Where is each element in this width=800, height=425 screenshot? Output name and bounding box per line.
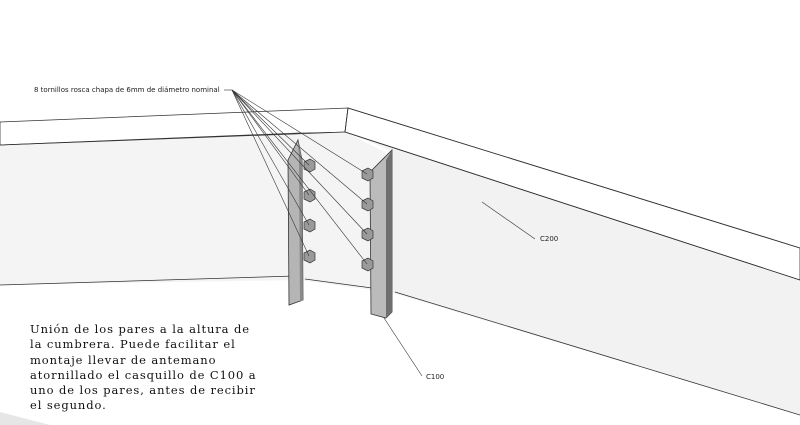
left-beam-bottom — [0, 275, 296, 286]
c200-callout-label: C200 — [540, 235, 559, 243]
note-line: montaje llevar de antemano — [30, 352, 217, 367]
screw-head — [361, 197, 374, 212]
floor-plane — [0, 412, 50, 425]
screw-head — [361, 167, 374, 182]
screw-head — [303, 158, 316, 173]
c100-callout-label: C100 — [426, 373, 445, 381]
screw-head — [303, 188, 316, 203]
right-beam-lower-edge — [344, 131, 800, 281]
left-beam-bottom-2 — [304, 278, 373, 289]
beam-ridge — [344, 107, 349, 133]
leader-line — [231, 89, 310, 196]
screws-callout-label: 8 tornillos rosca chapa de 6mm de diámet… — [34, 86, 220, 94]
explanatory-note: Unión de los pares a la altura de la cum… — [24, 318, 296, 413]
c100-leader — [383, 317, 423, 377]
note-line: atornillado el casquillo de C100 a — [30, 367, 257, 382]
screw-head — [303, 218, 316, 233]
leader-line — [231, 89, 310, 257]
c200-leader — [481, 201, 536, 240]
leader-line — [231, 89, 368, 265]
right-beam-bottom — [394, 291, 800, 416]
leader-line — [231, 89, 368, 175]
leader-line — [231, 89, 310, 226]
leader-line — [231, 89, 368, 205]
screws-leader-lines — [224, 89, 368, 265]
left-beam-edge — [0, 132, 301, 146]
screws-left-group — [303, 158, 316, 264]
note-line: Unión de los pares a la altura de — [30, 322, 250, 336]
right-beam-side — [345, 132, 800, 415]
screw-head — [361, 227, 374, 242]
left-beam-side — [0, 132, 385, 292]
bracket-right-web — [386, 150, 392, 318]
beam-inner-ridge — [299, 131, 346, 134]
screw-head — [303, 249, 316, 264]
bracket-left-web — [298, 140, 303, 302]
leader-line — [231, 89, 310, 166]
note-line: el segundo. — [30, 398, 107, 413]
note-line: la cumbrera. Puede facilitar el — [30, 337, 236, 352]
note-line: uno de los pares, antes de recibir — [30, 383, 256, 398]
right-beam-upper-edge — [347, 107, 800, 249]
leader-line — [231, 89, 368, 235]
